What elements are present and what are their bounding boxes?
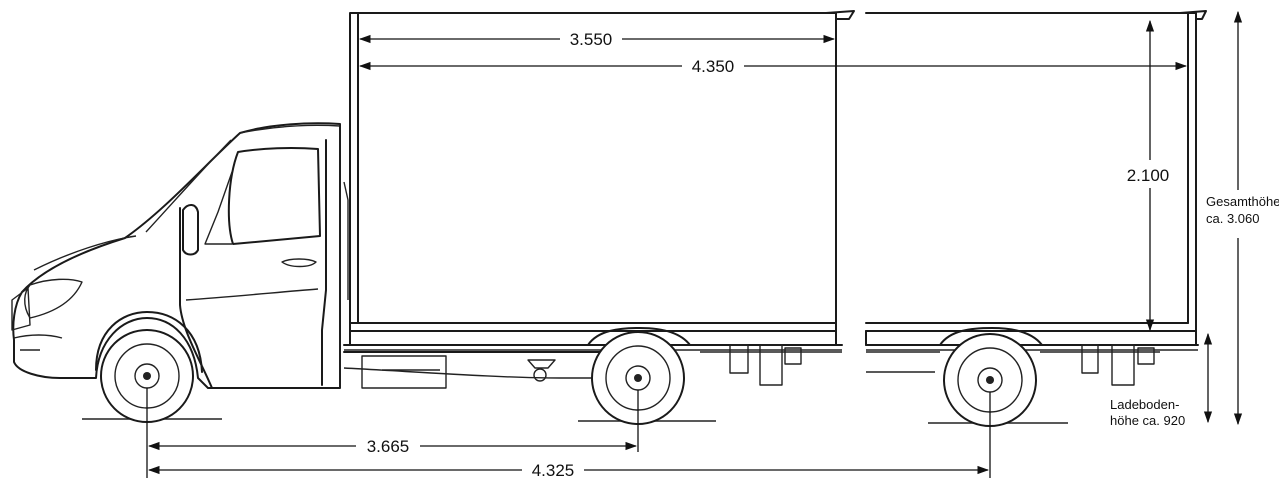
dimension-2100: 2.100: [1127, 19, 1170, 332]
truck-cab: [11, 122, 349, 389]
dimension-4325: 4.325: [147, 461, 990, 480]
chassis-frame: [343, 344, 1160, 389]
ground-lines: [82, 418, 1068, 424]
dimension-4350: 4.350: [358, 57, 1188, 76]
dimension-load-floor-height: Ladeboden- höhe ca. 920: [1110, 332, 1213, 428]
wheelbase-reference-lines: [146, 388, 991, 478]
load-floor-label: Ladeboden-: [1110, 397, 1179, 412]
load-floor-value: höhe ca. 920: [1110, 413, 1185, 428]
dimension-3550: 3.550: [358, 30, 836, 49]
dimension-label-4325: 4.325: [532, 461, 575, 480]
dimension-label-4350: 4.350: [692, 57, 735, 76]
dimension-label-2100: 2.100: [1127, 166, 1170, 185]
rear-wheel-arch-trailer: [939, 327, 1043, 346]
dimension-label-3665: 3.665: [367, 437, 410, 456]
total-height-value: ca. 3.060: [1206, 211, 1260, 226]
rear-wheel-arch-front: [587, 327, 691, 346]
dimension-label-3550: 3.550: [570, 30, 613, 49]
cargo-box-front: [343, 10, 855, 351]
total-height-label: Gesamthöhe: [1206, 194, 1279, 209]
dimension-total-height: Gesamthöhe ca. 3.060: [1206, 10, 1279, 426]
dimension-3665: 3.665: [147, 437, 638, 456]
cargo-box-rear: [865, 10, 1207, 351]
